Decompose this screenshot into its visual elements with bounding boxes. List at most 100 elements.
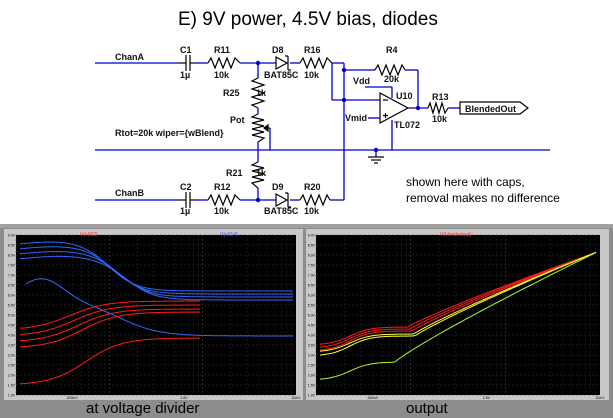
capacitor-c1-symbol: [178, 55, 196, 71]
y-tick-label: 8.0V: [8, 254, 16, 258]
ground-symbol: [368, 156, 384, 164]
r12-value: 10k: [214, 206, 230, 216]
y-tick-label: 6.0V: [8, 294, 16, 298]
output-net-label: BlendedOut: [465, 104, 516, 114]
y-tick-label: 8.0V: [308, 254, 316, 258]
trace-red: [19, 311, 200, 348]
trace-red: [319, 251, 597, 345]
trace-yellow: [319, 251, 597, 352]
net-label-chana: ChanA: [115, 52, 145, 62]
resistor-r11-symbol: [207, 56, 241, 70]
y-tick-label: 3.5V: [8, 344, 16, 348]
y-tick-label: 5.0V: [8, 314, 16, 318]
r4-value: 20k: [384, 74, 400, 84]
trace-green: [319, 252, 597, 380]
u10-ref: U10: [396, 91, 413, 101]
note-line-1: shown here with caps,: [406, 175, 525, 189]
net-label-chanb: ChanB: [115, 188, 145, 198]
r13-value: 10k: [432, 114, 448, 124]
resistor-r20-symbol: [299, 193, 331, 207]
d8-value: BAT85C: [264, 70, 299, 80]
c1-ref: C1: [180, 45, 192, 55]
r16-ref: R16: [304, 45, 321, 55]
y-tick-label: 4.5V: [308, 324, 316, 328]
pot-ref: Pot: [230, 115, 245, 125]
trace-red: [319, 251, 597, 351]
d9-ref: D9: [272, 182, 284, 192]
x-tick-label: 1.5V: [180, 396, 188, 400]
u10-value: TL072: [394, 120, 420, 130]
plot-left-grid: 9.0V8.5V8.0V7.5V7.0V6.5V6.0V5.5V5.0V4.5V…: [8, 234, 301, 401]
plot-right-caption: output: [406, 400, 449, 417]
y-tick-label: 9.0V: [8, 234, 16, 238]
plot-right-traces: [319, 251, 597, 380]
output-port-flag: [459, 101, 529, 115]
junction-dots: [255, 60, 421, 203]
d9-value: BAT85C: [264, 206, 299, 216]
diode-d8-symbol: [275, 55, 291, 71]
resistor-r16-symbol: [299, 56, 333, 70]
r25-value: 1k: [256, 88, 267, 98]
y-tick-label: 6.5V: [8, 284, 16, 288]
plot-left-traces: [19, 241, 293, 385]
trace-red: [319, 251, 597, 348]
plot-left-caption: at voltage divider: [86, 400, 199, 417]
y-tick-label: 3.0V: [308, 354, 316, 358]
trace-red: [19, 304, 200, 335]
r21-value: 1k: [256, 168, 267, 178]
note-line-2: removal makes no difference: [406, 191, 560, 205]
trace-blue-upper: [19, 241, 293, 292]
y-tick-label: 9.0V: [308, 234, 316, 238]
d8-ref: D8: [272, 45, 284, 55]
plot-right-frame: [306, 229, 609, 400]
r11-ref: R11: [214, 45, 230, 55]
trace-red: [19, 337, 200, 385]
resistor-r25-symbol: [250, 77, 266, 109]
r11-value: 10k: [214, 70, 230, 80]
y-tick-label: 3.5V: [308, 344, 316, 348]
c2-ref: C2: [180, 182, 192, 192]
x-tick-label: 100mV: [367, 396, 379, 400]
r20-ref: R20: [304, 182, 321, 192]
y-tick-label: 2.5V: [8, 364, 16, 368]
r12-ref: R12: [214, 182, 231, 192]
trace-yellow: [319, 251, 597, 356]
trace-blue-upper: [19, 250, 293, 298]
plot-right-trace-label-1: V(blendedout): [440, 232, 472, 238]
y-tick-label: 1.5V: [308, 384, 316, 388]
y-tick-label: 7.5V: [8, 264, 16, 268]
y-tick-label: 2.0V: [308, 374, 316, 378]
plots-panel-top-band: [0, 224, 613, 228]
r13-ref: R13: [432, 92, 449, 102]
vmid-label: Vmid: [345, 113, 367, 123]
plot-left-trace-label-1: V(n002): [80, 232, 98, 238]
y-tick-label: 5.5V: [308, 304, 316, 308]
y-tick-label: 2.0V: [8, 374, 16, 378]
y-tick-label: 3.0V: [8, 354, 16, 358]
y-tick-label: 4.5V: [8, 324, 16, 328]
opamp-symbol: [379, 91, 410, 125]
plot-left-trace-label-2: V(n014): [220, 232, 238, 238]
potentiometer-symbol: [250, 113, 270, 143]
y-tick-label: 5.0V: [308, 314, 316, 318]
resistor-r21-symbol: [250, 161, 265, 189]
x-tick-label: 1.5V: [483, 396, 491, 400]
r20-value: 10k: [304, 206, 320, 216]
resistor-r4-symbol: [374, 63, 406, 77]
r21-ref: R21: [226, 168, 243, 178]
resistor-r13-symbol: [427, 100, 449, 116]
resistor-r12-symbol: [207, 193, 241, 207]
y-tick-label: 5.5V: [8, 304, 16, 308]
vdd-label: Vdd: [353, 76, 370, 86]
capacitor-c2-symbol: [178, 192, 196, 208]
schematic-wires: [95, 62, 550, 201]
y-tick-label: 7.0V: [8, 274, 16, 278]
diode-d9-symbol: [275, 192, 291, 208]
y-tick-label: 6.5V: [308, 284, 316, 288]
y-tick-label: 1.0V: [8, 394, 16, 398]
figure-title: E) 9V power, 4.5V bias, diodes: [178, 9, 438, 30]
y-tick-label: 2.5V: [308, 364, 316, 368]
x-tick-label: 100mV: [66, 396, 78, 400]
